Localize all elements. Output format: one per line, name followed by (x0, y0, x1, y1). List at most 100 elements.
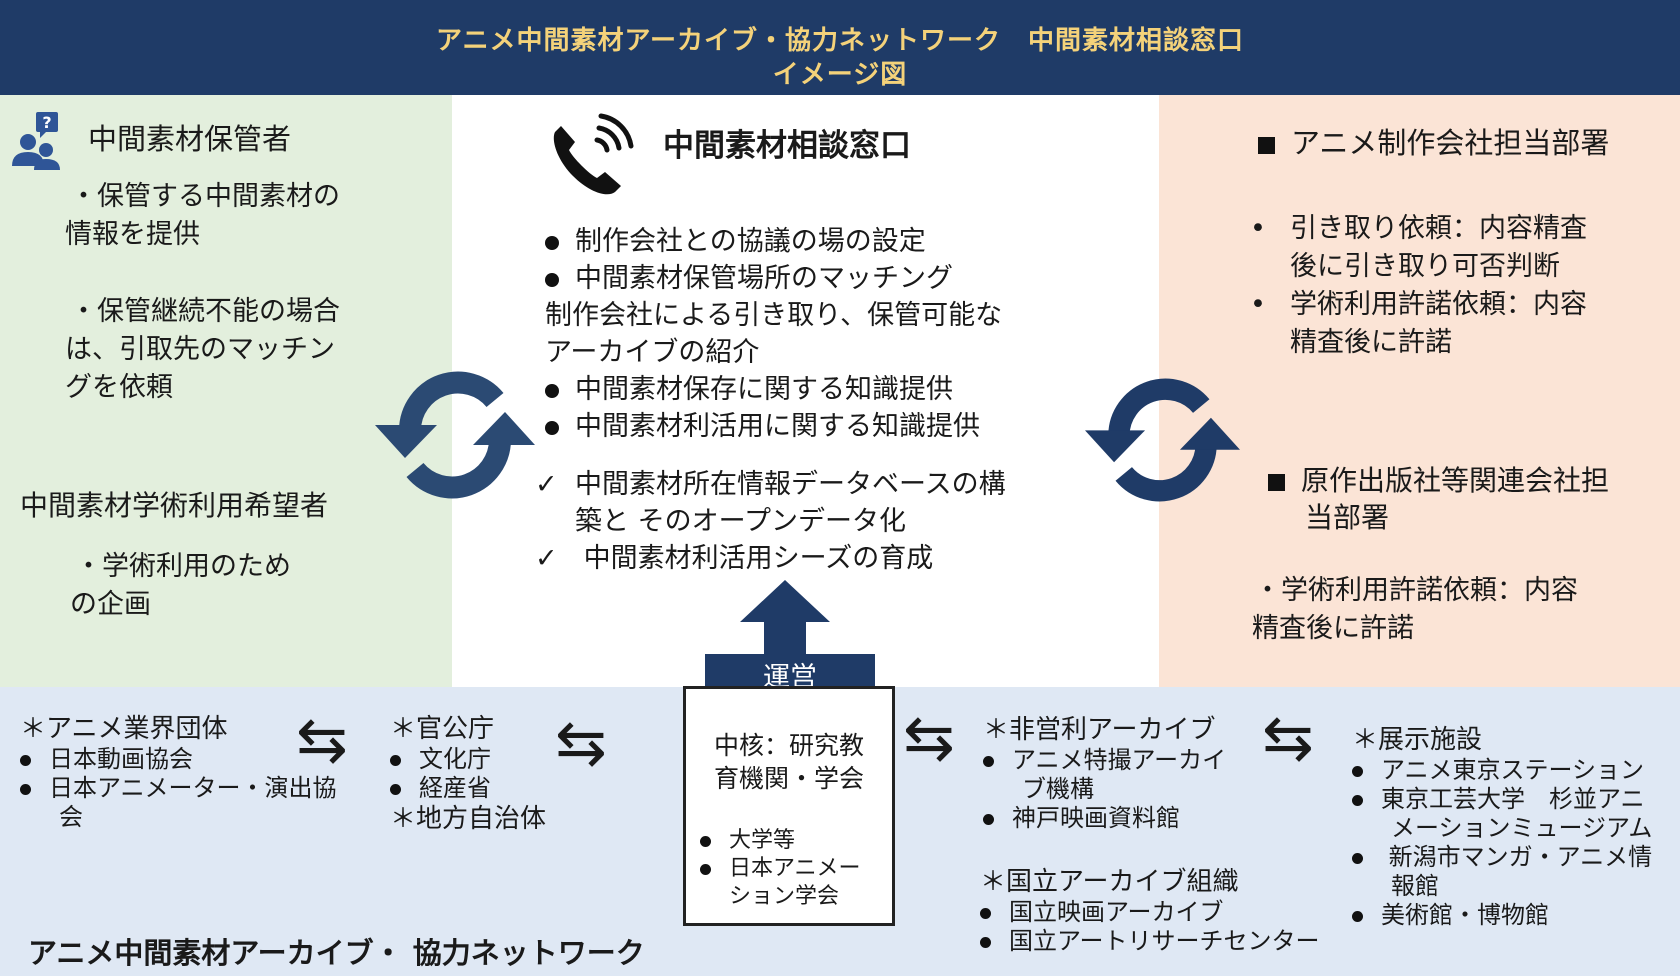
consultation-services: 制作会社との協議の場の設定 中間素材保管場所のマッチング 制作会社による引き取り… (545, 223, 1002, 445)
service-item: 中間素材保管場所のマッチング (545, 260, 1002, 297)
anime-company-title: アニメ制作会社担当部署 (1258, 120, 1609, 162)
exhibition-text: 新潟市マンガ・アニメ情 (1381, 843, 1653, 871)
two-way-arrow-icon: ⇆ (1262, 701, 1314, 774)
anime-company-item: •学術利用許諾依頼：内容 (1250, 286, 1587, 324)
academic-title: 中間素材学術利用希望者 (20, 489, 329, 522)
exhibition-group: ＊展示施設 アニメ東京ステーション 東京工芸大学 杉並アニ メーションミュージア… (1352, 724, 1652, 930)
service-text: 制作会社との協議の場の設定 (575, 226, 926, 257)
refresh-cycle-icon (1085, 375, 1240, 509)
exhibition-text: 報館 (1391, 872, 1439, 900)
national-archive-text: 国立映画アーカイブ (1009, 898, 1224, 926)
nonprofit-archive-text: 神戸映画資料館 (1012, 804, 1180, 832)
academic-item-line: ・学術利用のため (75, 551, 291, 582)
publisher-items: ・学術利用許諾依頼：内容 精査後に許諾 (1252, 572, 1578, 648)
goal-item: ✓ 中間素材利活用シーズの育成 (535, 540, 1006, 577)
bullet-icon (545, 272, 559, 287)
header-title-line1: アニメ中間素材アーカイブ・協力ネットワーク 中間素材相談窓口 (436, 26, 1244, 56)
government-item: 経産省 (390, 774, 546, 803)
national-archive-title: ＊国立アーカイブ組織 (980, 867, 1239, 897)
bullet-icon (700, 835, 711, 847)
refresh-cycle-icon (375, 370, 535, 504)
holder-matching-block: ・保管継続不能の場合 は、引取先のマッチン グを依頼 (65, 293, 340, 407)
core-title: 中核：研究教 育機関・学会 (686, 729, 892, 795)
service-text: 中間素材利活用に関する知識提供 (575, 411, 980, 442)
anime-company-item: • 引き取り依頼：内容精査 (1250, 210, 1587, 248)
company-panel (1159, 95, 1680, 687)
bullet-icon (1352, 910, 1363, 922)
anime-item-text: 後に引き取り可否判断 (1290, 251, 1560, 282)
publisher-item-text: ・学術利用許諾依頼：内容 (1254, 575, 1578, 606)
anime-company-items: • 引き取り依頼：内容精査 後に引き取り可否判断 •学術利用許諾依頼：内容 精査後… (1250, 210, 1587, 362)
bullet-icon (980, 936, 991, 948)
nonprofit-archive-text: ブ機構 (1022, 775, 1094, 803)
industry-item-text: 日本動画協会 (49, 745, 193, 773)
goal-text: 中間素材利活用シーズの育成 (575, 543, 934, 574)
check-icon: ✓ (535, 469, 558, 500)
bullet-icon (983, 813, 994, 825)
anime-item-text: 精査後に許諾 (1290, 327, 1452, 358)
check-icon: ✓ (535, 543, 558, 574)
square-bullet-icon (1258, 136, 1275, 154)
government-item: 文化庁 (390, 745, 546, 774)
service-item: 中間素材保存に関する知識提供 (545, 371, 1002, 408)
bullet-icon (983, 755, 994, 767)
holder-panel (0, 95, 452, 687)
core-member-text: 大学等 (729, 828, 796, 853)
government-item-text: 経産省 (419, 774, 491, 802)
goal-text: 中間素材所在情報データベースの構 (575, 469, 1006, 500)
consultation-goals: ✓中間素材所在情報データベースの構 築と そのオープンデータ化 ✓ 中間素材利活… (535, 466, 1006, 577)
publisher-title-text: 当部署 (1305, 501, 1390, 534)
square-bullet-icon (1268, 473, 1285, 491)
phone-icon (545, 110, 635, 204)
header-title-line2: イメージ図 (772, 60, 908, 90)
holder-item-line: は、引取先のマッチン (65, 334, 335, 365)
holder-item-line: グを依頼 (65, 372, 173, 403)
nonprofit-archive-group: ＊非営利アーカイブ アニメ特撮アーカイ ブ機構 神戸映画資料館 (983, 714, 1226, 833)
national-archive-text: 国立アートリサーチセンター (1009, 927, 1320, 955)
bullet-icon (20, 754, 31, 766)
industry-item: 日本アニメーター・演出協 (20, 774, 337, 803)
service-text: 中間素材保管場所のマッチング (575, 263, 953, 294)
exhibition-text: 美術館・博物館 (1381, 901, 1549, 929)
bullet-icon (545, 420, 559, 435)
bullet-icon (545, 235, 559, 250)
holder-title: 中間素材保管者 (88, 122, 292, 156)
header-bar: アニメ中間素材アーカイブ・協力ネットワーク 中間素材相談窓口 イメージ図 (0, 0, 1680, 95)
government-group: ＊官公庁 文化庁 経産省 ＊地方自治体 (390, 713, 546, 835)
people-question-icon: ? (8, 110, 66, 178)
exhibition-item: 新潟市マンガ・アニメ情 (1352, 843, 1652, 872)
bullet-icon (545, 383, 559, 398)
goal-item: ✓ 中間素材所在情報データベースの構 (535, 466, 1006, 503)
core-member-text: 日本アニメー (729, 856, 861, 881)
exhibition-text: アニメ東京ステーション (1381, 756, 1645, 784)
core-box: 中核：研究教 育機関・学会 大学等 日本アニメー ション学会 (683, 686, 895, 926)
holder-item-line: ・保管継続不能の場合 (70, 296, 340, 327)
exhibition-item: アニメ東京ステーション (1352, 756, 1652, 785)
service-item: 中間素材利活用に関する知識提供 (545, 408, 1002, 445)
exhibition-title: ＊展示施設 (1352, 725, 1483, 755)
bullet-icon (20, 783, 31, 795)
industry-group: ＊アニメ業界団体 日本動画協会 日本アニメーター・演出協 会 (20, 713, 337, 832)
anime-item-text: 学術利用許諾依頼：内容 (1290, 289, 1587, 320)
bullet-icon (390, 783, 401, 795)
holder-item-line: ・保管する中間素材の (70, 181, 340, 212)
anime-item-text: 引き取り依頼：内容精査 (1290, 213, 1587, 244)
publisher-title: 原作出版社等関連会社担 当部署 (1268, 462, 1609, 536)
government-title: ＊官公庁 (390, 714, 495, 744)
nonprofit-archive-text: アニメ特撮アーカイ (1012, 746, 1227, 774)
publisher-title-line: 原作出版社等関連会社担 (1268, 462, 1609, 499)
local-government-title: ＊地方自治体 (390, 804, 547, 834)
national-archive-item: 国立アートリサーチセンター (980, 927, 1320, 956)
anime-company-title-text: アニメ制作会社担当部署 (1291, 126, 1610, 160)
national-archive-group: ＊国立アーカイブ組織 国立映画アーカイブ 国立アートリサーチセンター (980, 866, 1320, 956)
up-arrow-icon (740, 580, 830, 659)
service-subtext: 制作会社による引き取り、保管可能な (545, 300, 1003, 331)
bullet-icon (1352, 765, 1363, 777)
industry-item: 日本動画協会 (20, 745, 337, 774)
exhibition-item: 東京工芸大学 杉並アニ (1352, 785, 1652, 814)
exhibition-text: メーションミュージアム (1391, 814, 1653, 842)
bullet-icon: • (1250, 213, 1266, 244)
national-archive-item: 国立映画アーカイブ (980, 898, 1320, 927)
service-text: 中間素材保存に関する知識提供 (575, 374, 953, 405)
core-member-text: ション学会 (729, 884, 840, 909)
